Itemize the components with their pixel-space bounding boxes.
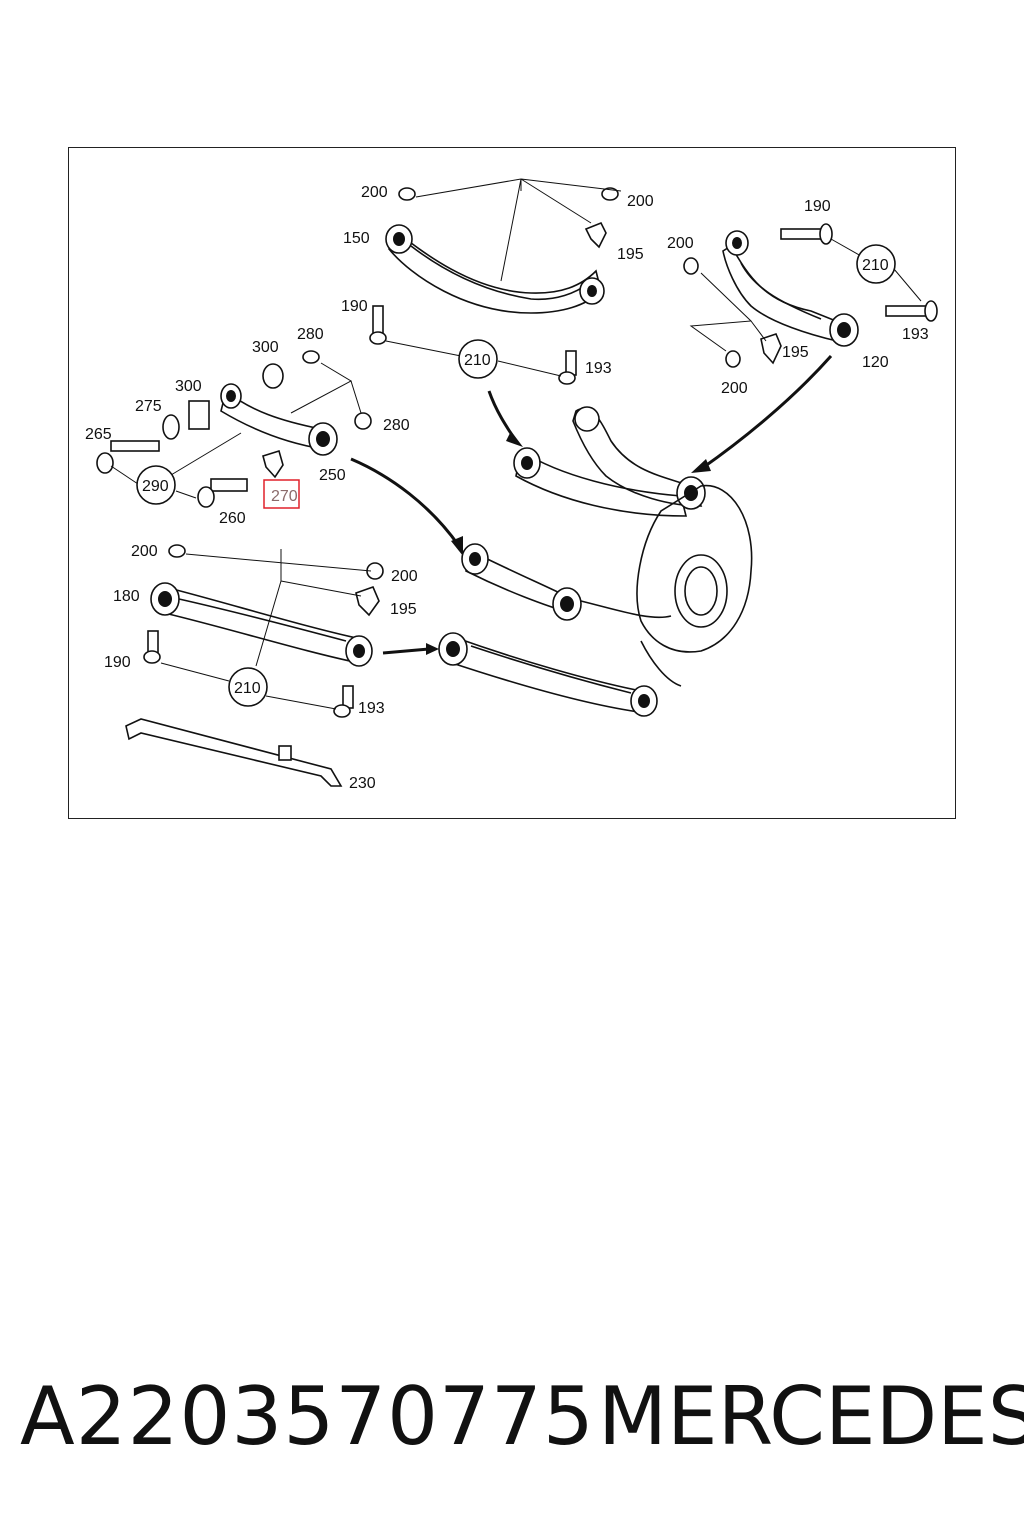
callout-250: 250 [319, 467, 346, 484]
upper-control-arm-120 [722, 230, 859, 347]
bolt-190-lower [143, 630, 161, 664]
callout-120: 120 [862, 354, 889, 371]
circle-210-lower [228, 667, 268, 707]
parts-diagram-frame: 200 200 150 195 190 210 193 300 280 300 … [68, 147, 956, 819]
callout-260: 260 [219, 510, 246, 527]
wheel-carrier-assembly [438, 406, 753, 717]
nut-200-top-right [601, 187, 619, 201]
callout-200: 200 [627, 193, 654, 210]
washer-195-right [760, 333, 782, 365]
bolt-260 [197, 478, 248, 508]
eccentric-washer-300-a [262, 363, 284, 389]
washer-195-lower [355, 585, 380, 617]
nut-200-right-bottom [725, 350, 741, 368]
callout-280: 280 [383, 417, 410, 434]
control-arm-250 [220, 383, 338, 456]
bolt-190-middle [369, 305, 387, 345]
callout-193: 193 [358, 700, 385, 717]
callout-180: 180 [113, 588, 140, 605]
callout-200: 200 [391, 568, 418, 585]
nut-280-bottom [354, 412, 372, 430]
arrow-to-toe-link [350, 457, 461, 547]
circle-210-right [856, 244, 896, 284]
lower-control-arm-180 [150, 582, 373, 667]
callout-200: 200 [721, 380, 748, 397]
nut-200-right-top [683, 257, 699, 275]
callout-190: 190 [804, 198, 831, 215]
callout-190: 190 [341, 298, 368, 315]
arrow-to-camber-link [700, 355, 833, 471]
bolt-265 [96, 440, 160, 474]
bolt-193-middle [558, 350, 577, 385]
bolt-193-right [885, 300, 938, 322]
callout-275: 275 [135, 398, 162, 415]
callout-210: 210 [862, 257, 889, 274]
eccentric-washer-300-b [188, 400, 210, 430]
callout-190: 190 [104, 654, 131, 671]
washer-275 [162, 414, 180, 440]
arrow-to-lower-link [382, 647, 430, 655]
callout-195: 195 [617, 246, 644, 263]
nut-200-lower-left [168, 544, 186, 558]
circle-210-middle [458, 339, 498, 379]
callout-265: 265 [85, 426, 112, 443]
callout-200: 200 [361, 184, 388, 201]
washer-270 [262, 449, 284, 479]
callout-230: 230 [349, 775, 376, 792]
nut-200-top-left [398, 187, 416, 201]
suspension-parts-diagram: 200 200 150 195 190 210 193 300 280 300 … [85, 178, 938, 792]
washer-195-top [584, 221, 607, 249]
callout-280: 280 [297, 326, 324, 343]
callout-290: 290 [142, 478, 169, 495]
brand-name: MERCEDES [598, 1370, 1024, 1463]
highlight-box-270 [263, 479, 300, 509]
callout-195: 195 [390, 601, 417, 618]
callout-300: 300 [175, 378, 202, 395]
bolt-193-lower [333, 685, 354, 718]
callout-195: 195 [782, 344, 809, 361]
callout-150: 150 [343, 230, 370, 247]
callout-270: 270 [271, 488, 298, 505]
circle-290 [136, 465, 176, 505]
bolt-190-right [780, 223, 833, 245]
callout-210: 210 [464, 352, 491, 369]
callout-193: 193 [902, 326, 929, 343]
product-caption: A2203570775 MERCEDES [0, 1370, 1024, 1480]
trim-strip-230 [125, 718, 343, 787]
upper-control-arm-150 [385, 224, 605, 314]
callout-200: 200 [667, 235, 694, 252]
callout-193: 193 [585, 360, 612, 377]
callout-210: 210 [234, 680, 261, 697]
part-number: A2203570775 [20, 1370, 595, 1463]
nut-280-top [302, 350, 320, 364]
callout-300: 300 [252, 339, 279, 356]
callout-200: 200 [131, 543, 158, 560]
